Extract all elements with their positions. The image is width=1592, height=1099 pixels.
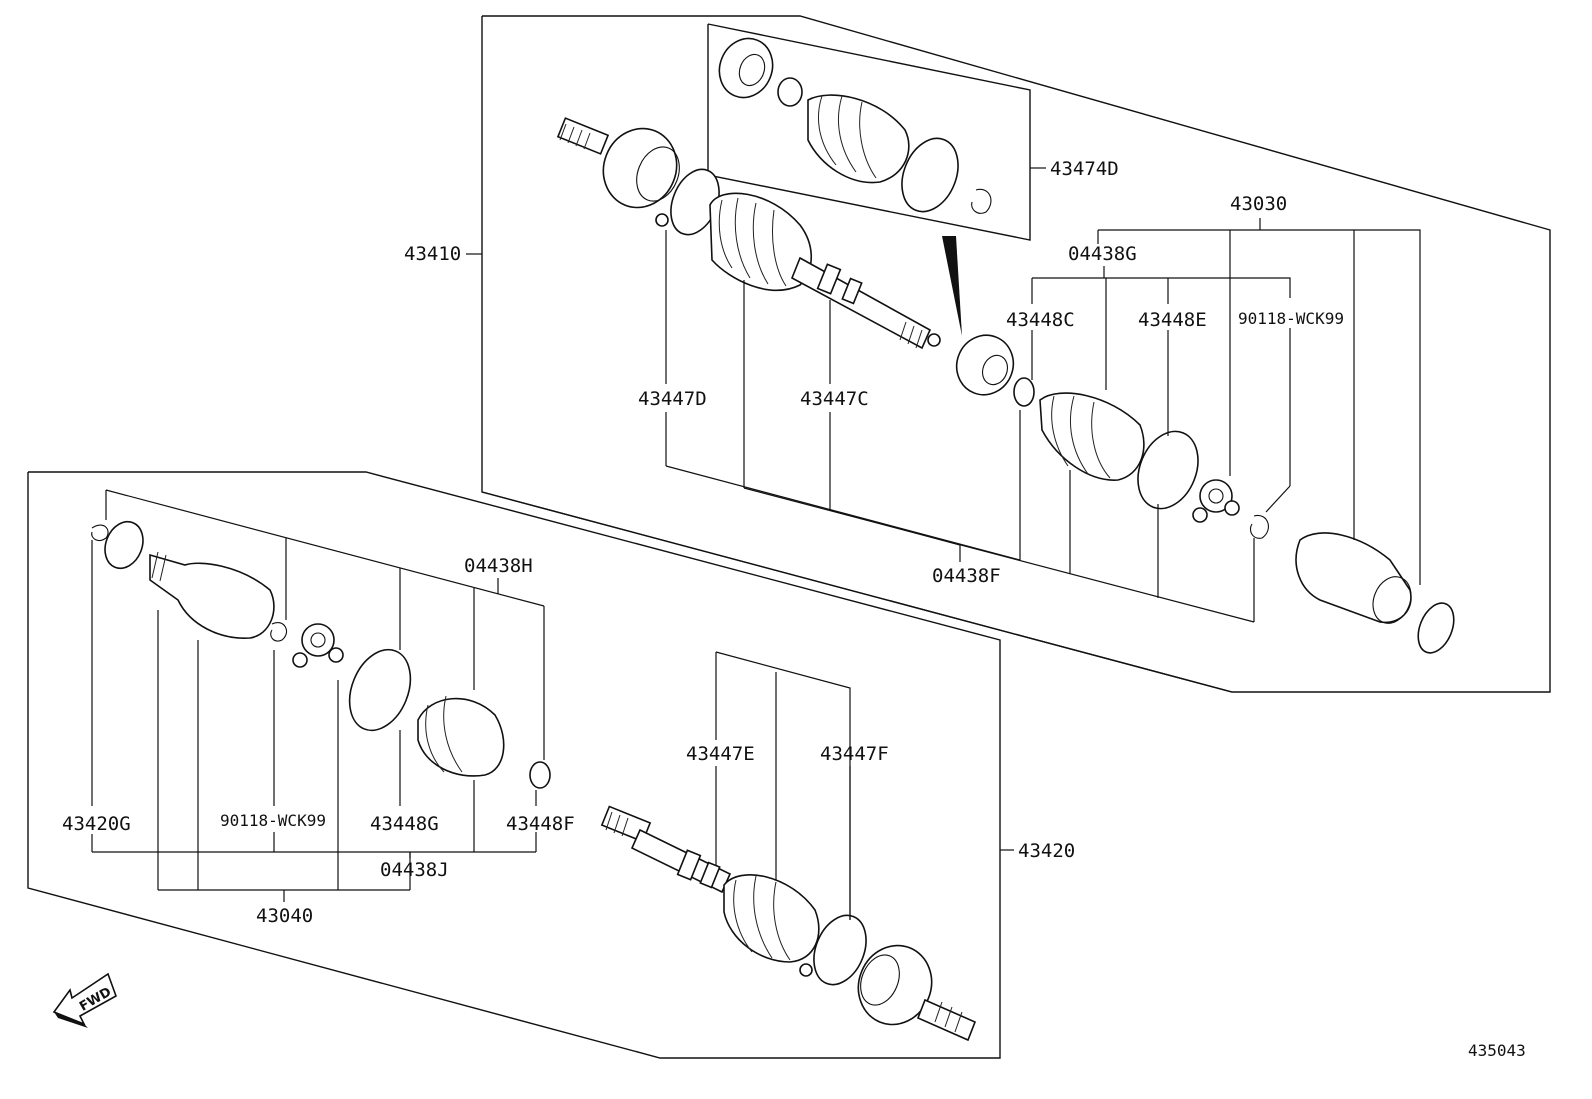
label-43474d: 43474D <box>1050 158 1119 180</box>
clamp-ring-43447f <box>813 914 867 986</box>
label-43030: 43030 <box>1230 193 1287 215</box>
outer-cv-housing <box>602 127 678 209</box>
label-43448g: 43448G <box>370 813 439 835</box>
kit-pointer <box>942 236 962 336</box>
kit-43474d-parts <box>718 37 992 214</box>
upper-shaft-parts <box>556 117 962 350</box>
snap-clip-kit <box>777 77 803 107</box>
lower-drive-shaft <box>630 828 732 894</box>
bearing-inboard <box>955 334 1015 396</box>
label-43447f: 43447F <box>820 743 889 765</box>
clamp-43448g <box>348 648 412 732</box>
upper-assembly-frame <box>481 15 1551 693</box>
label-43447d: 43447D <box>638 388 707 410</box>
label-90118-upper: 90118-WCK99 <box>1238 309 1344 328</box>
circlip-lower <box>91 524 109 541</box>
lower-assembly-frame <box>27 471 1001 1059</box>
label-43448e: 43448E <box>1138 309 1207 331</box>
inner-boot-upper <box>1039 392 1145 481</box>
circlip-lower-2 <box>270 622 287 642</box>
label-43447c: 43447C <box>800 388 869 410</box>
label-04438g: 04438G <box>1068 243 1137 265</box>
inboard-housing-lower <box>149 551 275 639</box>
lower-assembly-parts <box>91 520 977 1042</box>
lower-outer-spline <box>916 998 977 1042</box>
label-43448c: 43448C <box>1006 309 1075 331</box>
label-90118-lower: 90118-WCK99 <box>220 811 326 830</box>
inner-spline-end <box>899 321 941 349</box>
label-43420: 43420 <box>1018 840 1075 862</box>
outer-boot <box>709 192 812 291</box>
clamp-43448c <box>1013 377 1035 407</box>
seal-ring-inboard <box>1417 602 1455 654</box>
outer-spline-end <box>556 117 610 155</box>
clamp-43448e <box>1137 430 1199 510</box>
kit-frame-43474d <box>707 23 1031 241</box>
label-04438h: 04438H <box>464 555 533 577</box>
diagram-id: 435043 <box>1468 1041 1526 1060</box>
drive-shaft <box>790 256 932 350</box>
inner-boot-lower <box>417 695 505 777</box>
circlip-upper <box>1249 514 1269 539</box>
label-04438f: 04438F <box>932 565 1001 587</box>
tripod-joint-lower <box>292 623 344 668</box>
clamp-43448f <box>529 761 551 789</box>
label-43447e: 43447E <box>686 743 755 765</box>
kit-clamp-band <box>901 137 959 213</box>
label-43040: 43040 <box>256 905 313 927</box>
inboard-joint-43030-parts <box>955 334 1455 654</box>
fwd-arrow-icon: FWD <box>52 972 117 1028</box>
inboard-housing <box>1295 532 1412 624</box>
tripod-joint-upper <box>1192 479 1240 523</box>
part-labels: 43410 43474D 43030 04438G 43448C 43448E … <box>62 158 1526 1060</box>
outer-boot-lower <box>723 874 820 963</box>
kit-circlip <box>971 188 992 214</box>
label-43410: 43410 <box>404 243 461 265</box>
label-43420g: 43420G <box>62 813 131 835</box>
label-04438j: 04438J <box>380 859 449 881</box>
leader-lines <box>91 167 1421 920</box>
bearing-kit <box>718 37 774 99</box>
kit-boot <box>807 94 910 184</box>
seal-ring-lower <box>104 520 144 570</box>
label-43448f: 43448F <box>506 813 575 835</box>
